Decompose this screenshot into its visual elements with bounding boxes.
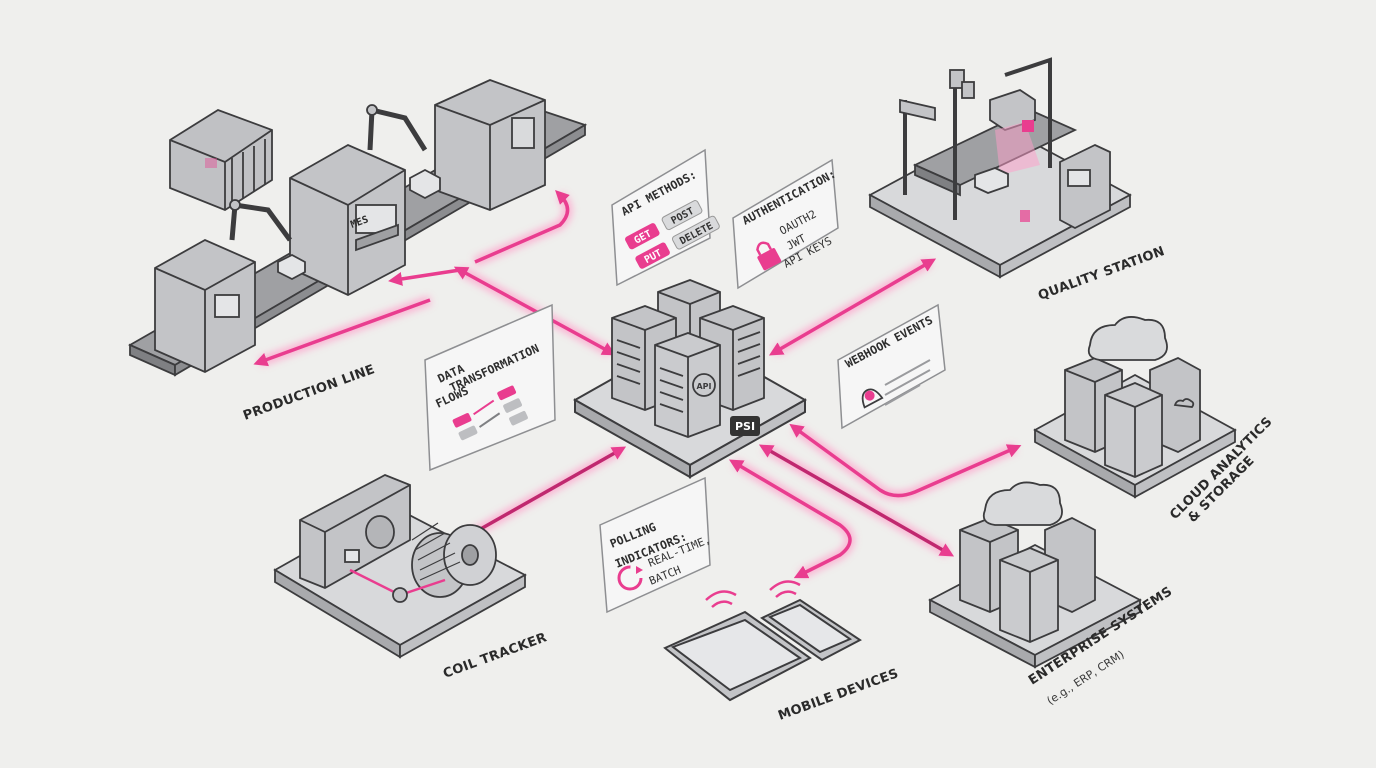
hub-badge-box (730, 416, 760, 436)
quality-station-label: QUALITY STATION (1036, 244, 1167, 304)
arrow-production-return (253, 190, 572, 367)
card-polling: POLLING INDICATORS: REAL-TIME, BATCH (599, 476, 713, 614)
mobile-devices (663, 580, 862, 702)
quality-station (868, 57, 1132, 279)
enterprise-systems (928, 481, 1142, 669)
arrow-hub-to-mobile (728, 459, 855, 580)
arrow-hub-to-coil (463, 446, 627, 539)
arrow-production-to-hub (388, 266, 617, 356)
transform-flow-icon (452, 385, 528, 441)
method-put-pill (635, 242, 670, 269)
central-hub: API PSI (572, 279, 808, 479)
production-line-label: PRODUCTION LINE (241, 362, 377, 424)
cloud-analytics (1033, 316, 1237, 499)
gear-text: API (696, 382, 711, 391)
card-data-transformation: DATA TRANSFORMATION FLOWS (424, 303, 556, 472)
lock-icon (756, 241, 782, 271)
production-line (128, 79, 588, 377)
hub-server (654, 332, 721, 438)
card-api-methods: API METHODS: GET POST PUT DELETE (611, 148, 720, 287)
bell-icon (861, 388, 884, 409)
gear-icon (692, 373, 716, 397)
refresh-icon (617, 565, 643, 591)
mobile-devices-label: MOBILE DEVICES (776, 666, 900, 724)
method-get-pill (625, 223, 660, 250)
method-delete-pill (671, 215, 720, 250)
card-authentication: AUTHENTICATION: OAUTH2 JWT API KEYS (732, 158, 839, 290)
method-post-pill (661, 200, 703, 231)
arrow-hub-to-quality (768, 258, 937, 356)
coil-tracker-label: COIL TRACKER (441, 630, 549, 681)
card-webhook-events: WEBHOOK EVENTS (837, 303, 946, 430)
connection-arrows (253, 190, 1022, 580)
hub-badge: PSI (735, 420, 755, 433)
coil-tracker (273, 474, 527, 659)
